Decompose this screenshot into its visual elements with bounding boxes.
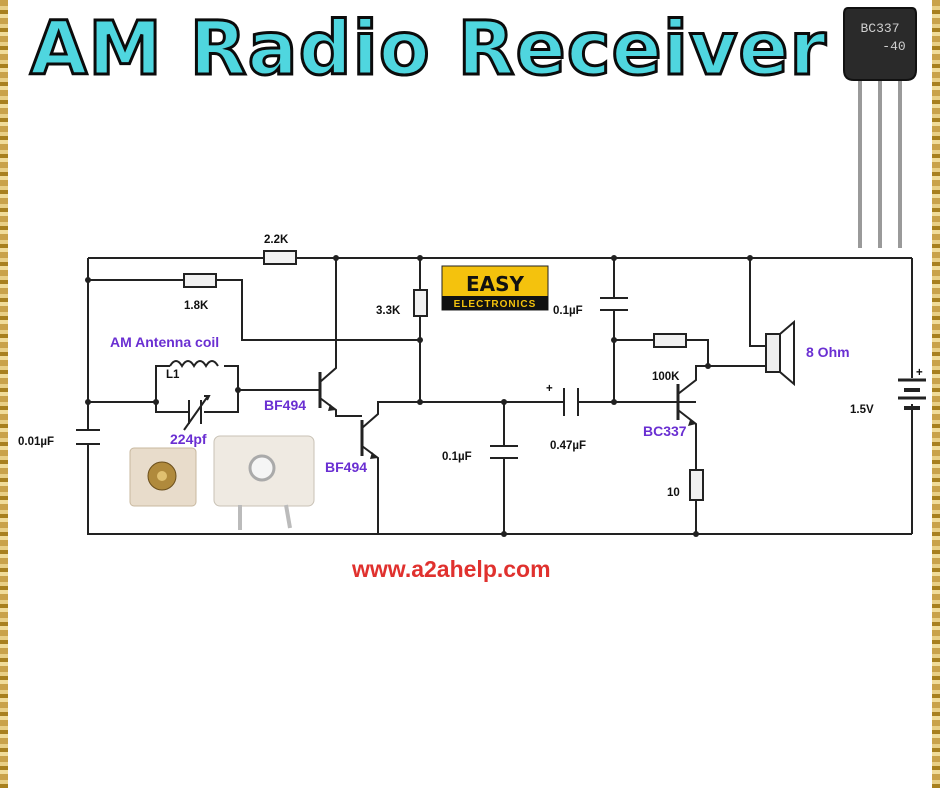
- battery-icon: +: [898, 367, 926, 410]
- speaker-icon: [765, 319, 795, 387]
- right-decorative-border: [932, 0, 940, 788]
- label-3-3k: 3.3K: [376, 305, 401, 317]
- tuning-capacitor-photo-2: [213, 435, 315, 530]
- transistor-q1-bf494: [318, 258, 362, 417]
- label-0-01uf: 0.01µF: [18, 436, 54, 448]
- label-2-2k: 2.2K: [264, 234, 289, 246]
- page-title: AM Radio Receiver: [28, 5, 828, 94]
- label-capacitor-plus: +: [546, 383, 553, 395]
- label-q1-bf494: BF494: [264, 397, 306, 413]
- resistor-100k: [653, 333, 687, 348]
- transistor-q3-bc337: [664, 365, 766, 470]
- label-am-antenna-coil: AM Antenna coil: [110, 334, 219, 350]
- label-1-5v: 1.5V: [850, 404, 874, 416]
- label-10: 10: [667, 487, 680, 499]
- left-decorative-border: [0, 0, 8, 788]
- transistor-marking-1: BC337: [860, 21, 899, 36]
- label-0-1uf-mid: 0.1µF: [442, 451, 472, 463]
- label-224pf: 224pf: [170, 431, 207, 447]
- label-8-ohm: 8 Ohm: [806, 344, 850, 360]
- resistor-3-3k: [413, 289, 428, 317]
- resistor-10: [689, 469, 704, 501]
- logo-text-electronics: ELECTRONICS: [454, 299, 537, 310]
- transistor-marking-2: -40: [882, 39, 905, 54]
- label-l1: L1: [166, 369, 180, 381]
- easy-electronics-logo: EASY ELECTRONICS: [441, 265, 549, 311]
- transistor-q2-bf494: [360, 401, 420, 534]
- label-100k: 100K: [652, 371, 680, 383]
- label-q2-bf494: BF494: [325, 459, 367, 475]
- label-q3-bc337: BC337: [643, 423, 687, 439]
- svg-text:+: +: [916, 367, 923, 379]
- label-0-47uf: 0.47µF: [550, 440, 586, 452]
- variable-capacitor-224pf: [183, 395, 211, 431]
- tuning-capacitor-photo-1: [129, 447, 197, 507]
- label-1-8k: 1.8K: [184, 300, 209, 312]
- bc337-transistor-photo: BC337 -40: [843, 7, 917, 248]
- resistor-1-8k: [183, 273, 217, 288]
- label-0-1uf-top: 0.1µF: [553, 305, 583, 317]
- website-url[interactable]: www.a2ahelp.com: [352, 556, 551, 582]
- resistor-2-2k: [263, 250, 297, 265]
- logo-text-easy: EASY: [466, 272, 525, 296]
- inductor-l1: [169, 360, 219, 368]
